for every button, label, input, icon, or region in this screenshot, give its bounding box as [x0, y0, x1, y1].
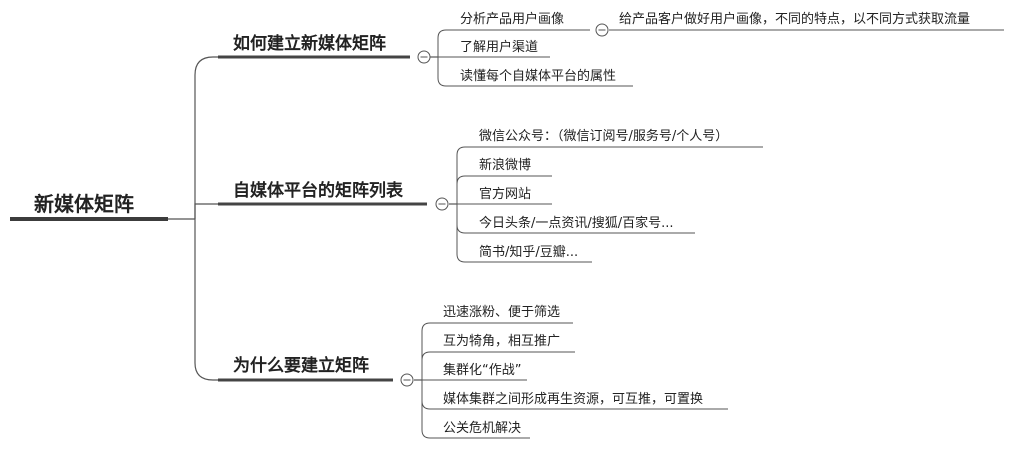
leaf-topic[interactable]: 互为犄角，相互推广: [443, 334, 561, 349]
leaf-topic[interactable]: 官方网站: [479, 187, 532, 202]
branch-topic-3[interactable]: 为什么要建立矩阵: [233, 356, 369, 376]
branch-topic-1[interactable]: 如何建立新媒体矩阵: [233, 34, 386, 54]
leaf-topic[interactable]: 分析产品用户画像: [460, 12, 565, 27]
leaf-topic[interactable]: 新浪微博: [479, 158, 532, 173]
root-topic[interactable]: 新媒体矩阵: [34, 192, 134, 216]
leaf-subtopic[interactable]: 给产品客户做好用户画像，不同的特点，以不同方式获取流量: [619, 12, 971, 27]
leaf-topic[interactable]: 简书/知乎/豆瓣...: [479, 245, 579, 260]
leaf-topic[interactable]: 今日头条/一点资讯/搜狐/百家号...: [479, 216, 674, 231]
connector-branch-1: [194, 56, 218, 219]
leaf-topic[interactable]: 迅速涨粉、便于筛选: [443, 305, 561, 320]
leaf-topic[interactable]: 读懂每个自媒体平台的属性: [460, 69, 617, 84]
leaf-topic[interactable]: 了解用户渠道: [460, 40, 539, 55]
collapse-toggle-leaf-1-1[interactable]: [595, 23, 609, 37]
leaf-topic[interactable]: 微信公众号：（微信订阅号/服务号/个人号）: [479, 129, 729, 144]
collapse-toggle-branch-2[interactable]: [435, 197, 449, 211]
leaf-topic[interactable]: 媒体集群之间形成再生资源，可互推，可置换: [443, 392, 704, 407]
leaf-topic[interactable]: 公关危机解决: [443, 421, 522, 436]
collapse-toggle-branch-1[interactable]: [417, 50, 431, 64]
collapse-toggle-branch-3[interactable]: [400, 373, 414, 387]
branch-topic-2[interactable]: 自媒体平台的矩阵列表: [233, 181, 403, 201]
leaf-topic[interactable]: 集群化“作战”: [443, 363, 522, 378]
connector-branch-2: [194, 203, 218, 219]
connector-branch-3: [194, 219, 218, 381]
